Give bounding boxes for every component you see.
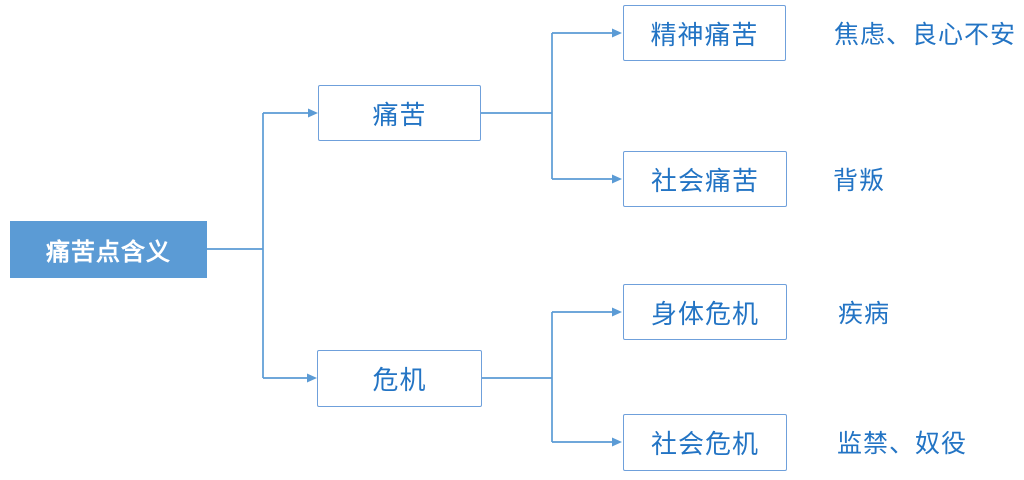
- node-mental-pain: 精神痛苦: [623, 5, 786, 61]
- note-social-pain-examples: 背叛: [833, 167, 886, 195]
- note-mental-pain-examples: 焦虑、良心不安: [834, 21, 1017, 49]
- node-physical-crisis: 身体危机: [623, 284, 787, 340]
- node-social-pain: 社会痛苦: [623, 151, 787, 207]
- crisis-to-children-connector: [482, 311, 613, 443]
- arrowhead-into-physical-crisis: [612, 307, 622, 317]
- arrowhead-into-pain: [308, 108, 318, 118]
- note-social-crisis-examples: 监禁、奴役: [837, 430, 968, 458]
- arrowhead-into-mental-pain: [612, 28, 622, 38]
- node-root-pain-point-meaning: 痛苦点含义: [10, 221, 207, 278]
- arrowhead-into-crisis: [307, 373, 317, 383]
- arrowhead-into-social-pain: [612, 174, 622, 184]
- note-physical-crisis-examples: 疾病: [838, 300, 891, 328]
- node-pain: 痛苦: [318, 85, 481, 141]
- pain-to-children-connector: [481, 32, 613, 180]
- root-to-branches-connector: [207, 112, 309, 379]
- node-social-crisis: 社会危机: [623, 414, 787, 471]
- arrowhead-into-social-crisis: [612, 437, 622, 447]
- node-crisis: 危机: [317, 350, 482, 407]
